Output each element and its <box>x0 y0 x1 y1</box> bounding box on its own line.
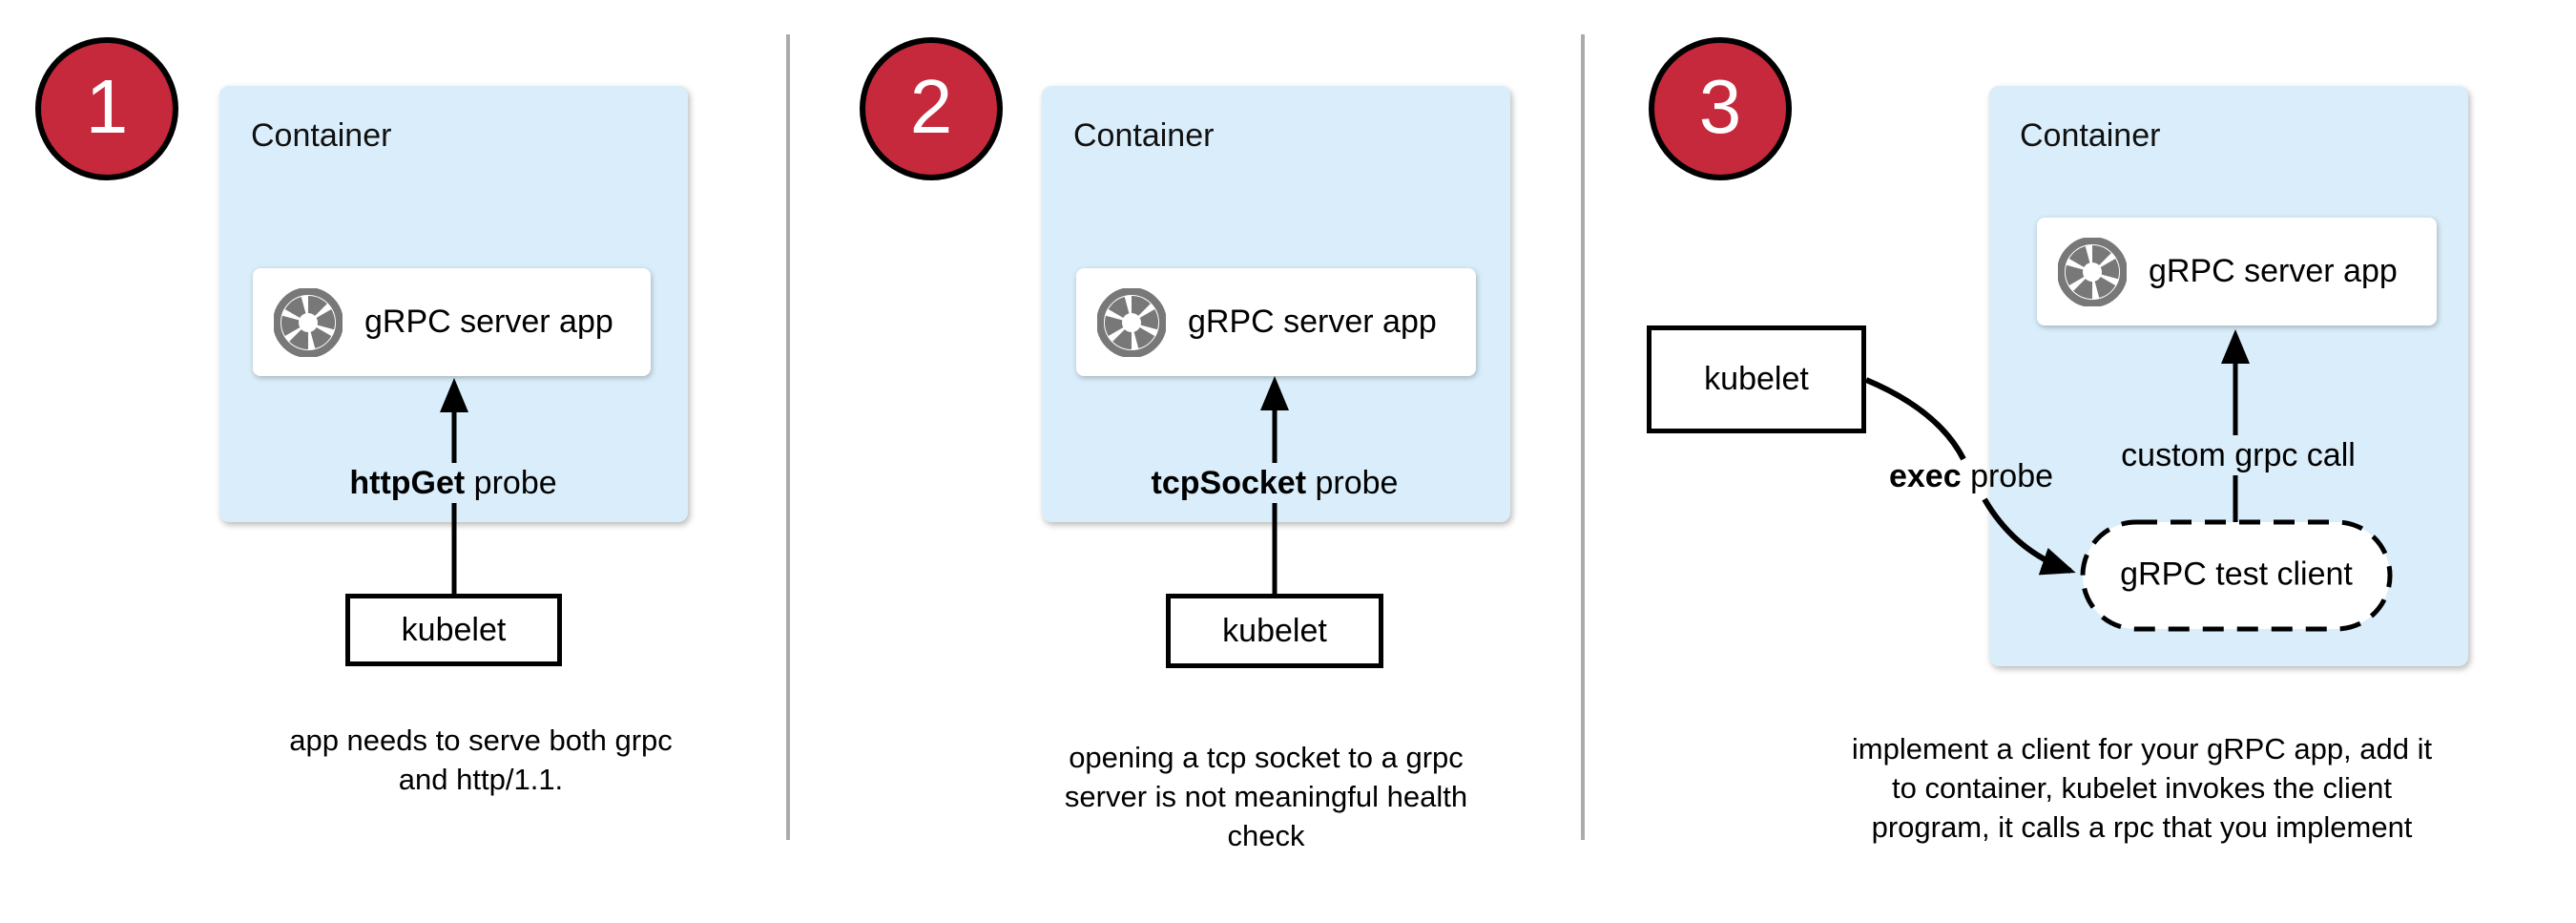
step-number: 3 <box>1698 64 1742 149</box>
aperture-icon <box>274 287 343 357</box>
kubelet-label: kubelet <box>1222 612 1327 649</box>
grpc-server-app-label: gRPC server app <box>2149 253 2398 289</box>
kubelet-box-1: kubelet <box>345 594 562 666</box>
aperture-icon <box>2058 237 2127 306</box>
kubelet-label: kubelet <box>401 611 507 648</box>
caption-3: implement a client for your gRPC app, ad… <box>1851 732 2433 844</box>
exec-probe-curve-upper <box>1864 377 1966 461</box>
probe-label-1: httpGet probe <box>342 463 565 503</box>
kubelet-box-3: kubelet <box>1647 325 1866 433</box>
grpc-server-app-label: gRPC server app <box>364 304 613 340</box>
kubelet-box-2: kubelet <box>1166 594 1383 668</box>
container-label-2: Container <box>1073 117 1215 154</box>
panel-divider-2 <box>1581 34 1585 840</box>
container-label-1: Container <box>251 117 392 154</box>
step-badge-2: 2 <box>860 37 1003 180</box>
grpc-test-client-label: gRPC test client <box>2120 556 2353 593</box>
grpc-server-app-box-3: gRPC server app <box>2037 218 2437 325</box>
probe-type: httpGet <box>349 465 466 501</box>
exec-probe-curve-lower <box>1982 497 2076 576</box>
panel-divider-1 <box>786 34 790 840</box>
caption-2: opening a tcp socket to a grpc server is… <box>1064 741 1468 852</box>
grpc-server-app-box-1: gRPC server app <box>253 268 651 376</box>
probe-type: exec <box>1888 458 1962 494</box>
grpc-test-client-shape <box>2080 519 2393 632</box>
probe-label-2: tcpSocket probe <box>1143 463 1406 503</box>
custom-grpc-call-label: custom grpc call <box>2113 435 2363 475</box>
step-badge-3: 3 <box>1649 37 1792 180</box>
step-number: 2 <box>909 64 953 149</box>
kubelet-label: kubelet <box>1704 361 1809 397</box>
container-label-3: Container <box>2020 117 2161 154</box>
aperture-icon <box>1097 287 1166 357</box>
caption-1: app needs to serve both grpc and http/1.… <box>289 724 673 796</box>
grpc-server-app-label: gRPC server app <box>1188 304 1437 340</box>
probe-label-3: exec probe <box>1888 458 2054 494</box>
step-number: 1 <box>85 64 129 149</box>
probe-type: tcpSocket <box>1151 465 1307 501</box>
step-badge-1: 1 <box>35 37 178 180</box>
grpc-server-app-box-2: gRPC server app <box>1076 268 1476 376</box>
